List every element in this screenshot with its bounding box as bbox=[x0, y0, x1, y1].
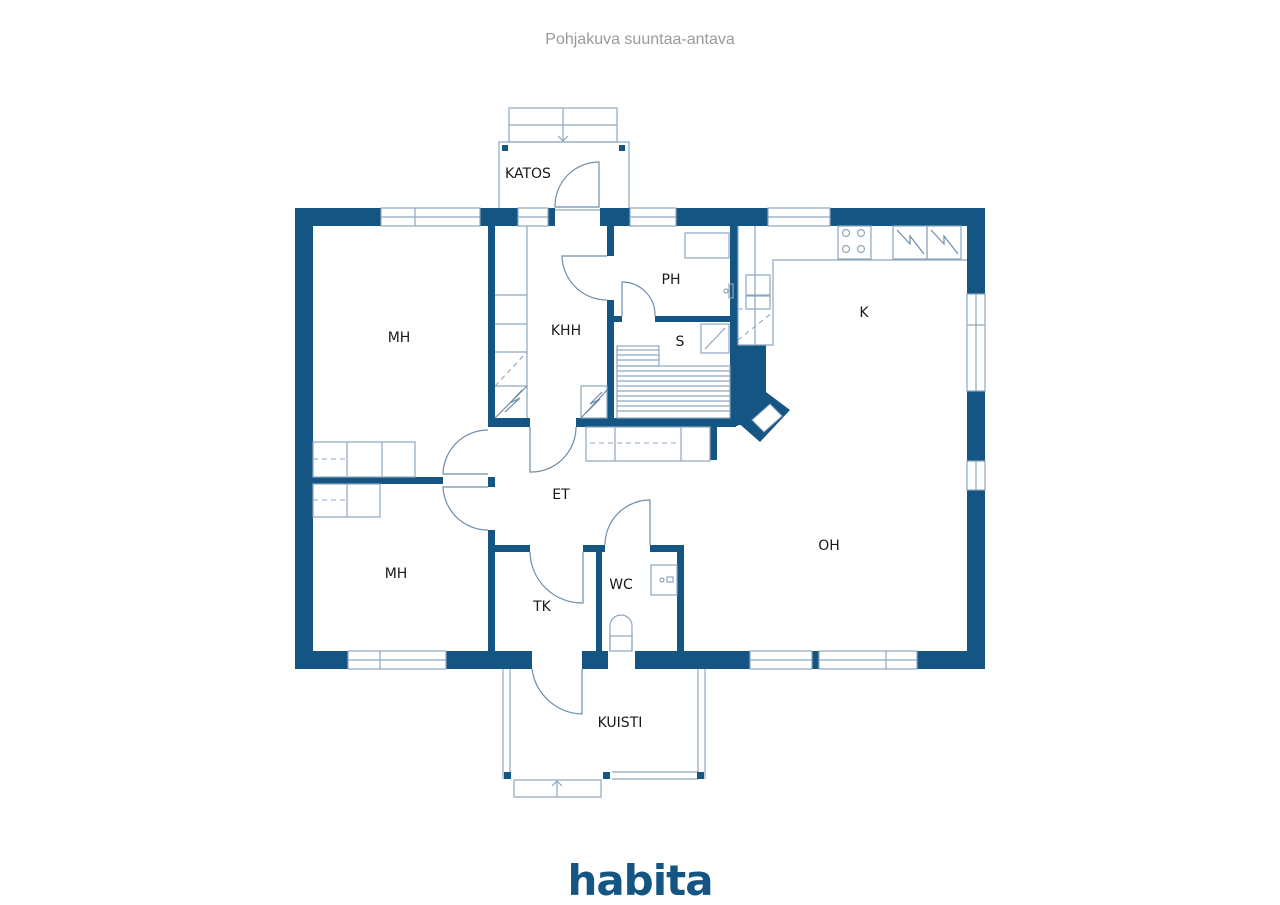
room-label-k: K bbox=[859, 305, 869, 321]
mh-wardrobe bbox=[312, 441, 416, 518]
room-label-mh-top: MH bbox=[388, 330, 411, 346]
wc-fixtures bbox=[609, 564, 678, 652]
katos-canopy bbox=[498, 107, 630, 211]
plan-caption: Pohjakuva suuntaa-antava bbox=[545, 31, 735, 48]
room-label-s: S bbox=[676, 334, 685, 350]
sauna-benches bbox=[616, 323, 731, 419]
interior-walls bbox=[313, 226, 790, 651]
room-label-katos: KATOS bbox=[505, 166, 551, 182]
khh-cabinets bbox=[494, 226, 608, 419]
windows bbox=[347, 207, 986, 670]
room-label-kuisti: KUISTI bbox=[598, 715, 643, 731]
et-cabinets bbox=[585, 426, 711, 462]
room-labels: KATOS MH KHH PH S K ET MH TK WC OH KUIST… bbox=[385, 166, 870, 731]
room-label-mh-bottom: MH bbox=[385, 566, 408, 582]
ph-fixtures bbox=[684, 232, 734, 299]
room-label-oh: OH bbox=[818, 538, 840, 554]
habita-logo: habita bbox=[567, 856, 713, 905]
doors bbox=[442, 255, 656, 715]
kitchen-counters bbox=[737, 225, 967, 346]
outer-walls bbox=[295, 208, 985, 669]
room-label-tk: TK bbox=[532, 599, 552, 615]
room-label-khh: KHH bbox=[551, 323, 581, 339]
room-label-et: ET bbox=[552, 487, 570, 503]
kuisti-porch bbox=[502, 669, 706, 798]
room-label-ph: PH bbox=[662, 272, 681, 288]
room-label-wc: WC bbox=[609, 577, 633, 593]
